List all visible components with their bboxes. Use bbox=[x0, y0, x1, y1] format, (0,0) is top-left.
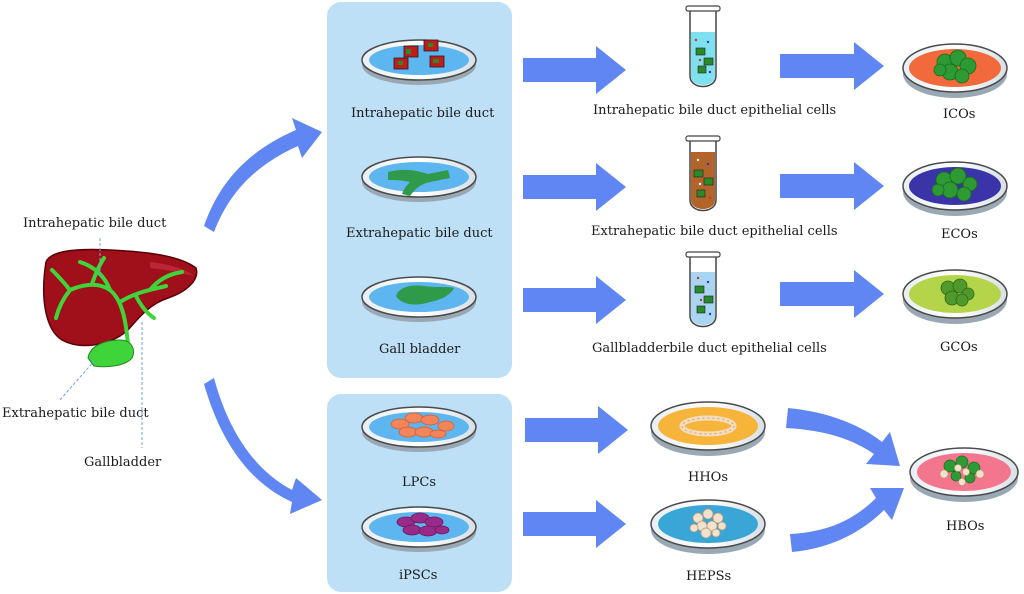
dish-intrahepatic bbox=[361, 39, 477, 85]
dish-gcos bbox=[902, 269, 1008, 324]
tube-gallbladder bbox=[685, 251, 721, 328]
gallbladder-piece bbox=[396, 285, 454, 305]
purple-cells bbox=[396, 512, 450, 537]
arrow-ipsc bbox=[523, 500, 626, 548]
panel-label-gallbladder: Gall bladder bbox=[379, 342, 461, 357]
hbo-label: HBOs bbox=[946, 519, 985, 534]
liver-label-intrahepatic: Intrahepatic bile duct bbox=[23, 216, 167, 231]
dish-extrahepatic bbox=[361, 156, 477, 202]
dish-lpcs bbox=[361, 406, 477, 452]
organoid-label-icos: ICOs bbox=[943, 107, 976, 122]
hepatic-label-hepss: HEPSs bbox=[686, 569, 732, 584]
panel-label-lpcs: LPCs bbox=[402, 475, 436, 490]
arrow-heps-hbo bbox=[790, 488, 904, 552]
cells-label-gallbladder: Gallbladderbile duct epithelial cells bbox=[592, 341, 827, 356]
dish-ecos bbox=[902, 161, 1008, 216]
arrow-top-2 bbox=[780, 42, 884, 90]
panel-label-intrahepatic: Intrahepatic bile duct bbox=[351, 106, 495, 121]
duct-piece bbox=[388, 169, 450, 196]
liver-label-extrahepatic: Extrahepatic bile duct bbox=[2, 406, 149, 421]
branch-arrows bbox=[204, 118, 322, 514]
arrow-lpc bbox=[525, 406, 628, 454]
orange-cells bbox=[390, 412, 455, 439]
dish-gallbladder bbox=[361, 276, 477, 322]
arrow-top-1 bbox=[523, 46, 626, 94]
arrow-hho-hbo bbox=[786, 408, 900, 466]
hepatic-label-hhos: HHOs bbox=[688, 470, 729, 485]
arrow-mid-2 bbox=[780, 162, 884, 210]
liver-illustration bbox=[43, 238, 198, 448]
liver-label-gallbladder: Gallbladder bbox=[84, 455, 162, 470]
flow-arrows bbox=[523, 42, 904, 552]
arrow-mid-1 bbox=[523, 163, 626, 211]
dish-hhos bbox=[650, 401, 766, 456]
pointer-lines bbox=[59, 238, 143, 448]
liver-shape bbox=[43, 248, 198, 347]
tube-intrahepatic bbox=[685, 5, 721, 88]
arrow-low-2 bbox=[780, 270, 884, 318]
dish-hbos bbox=[909, 447, 1019, 502]
panel-label-extrahepatic: Extrahepatic bile duct bbox=[346, 226, 493, 241]
cells-label-intrahepatic: Intrahepatic bile duct epithelial cells bbox=[593, 103, 837, 118]
branch-arrow-down bbox=[204, 378, 322, 514]
cells-label-extrahepatic: Extrahepatic bile duct epithelial cells bbox=[591, 224, 838, 239]
arrow-low-1 bbox=[523, 276, 626, 324]
gallbladder-shape bbox=[87, 339, 134, 368]
organoid-label-gcos: GCOs bbox=[940, 340, 978, 355]
organoid-label-ecos: ECOs bbox=[941, 227, 978, 242]
panel-label-ipscs: iPSCs bbox=[399, 568, 438, 583]
dish-hepss bbox=[650, 499, 766, 554]
duct-tree bbox=[50, 256, 184, 347]
tissue-cubes bbox=[393, 39, 445, 70]
dish-icos bbox=[902, 43, 1008, 98]
dish-ipscs bbox=[361, 506, 477, 552]
branch-arrow-up bbox=[204, 118, 322, 232]
tube-extrahepatic bbox=[685, 135, 721, 212]
